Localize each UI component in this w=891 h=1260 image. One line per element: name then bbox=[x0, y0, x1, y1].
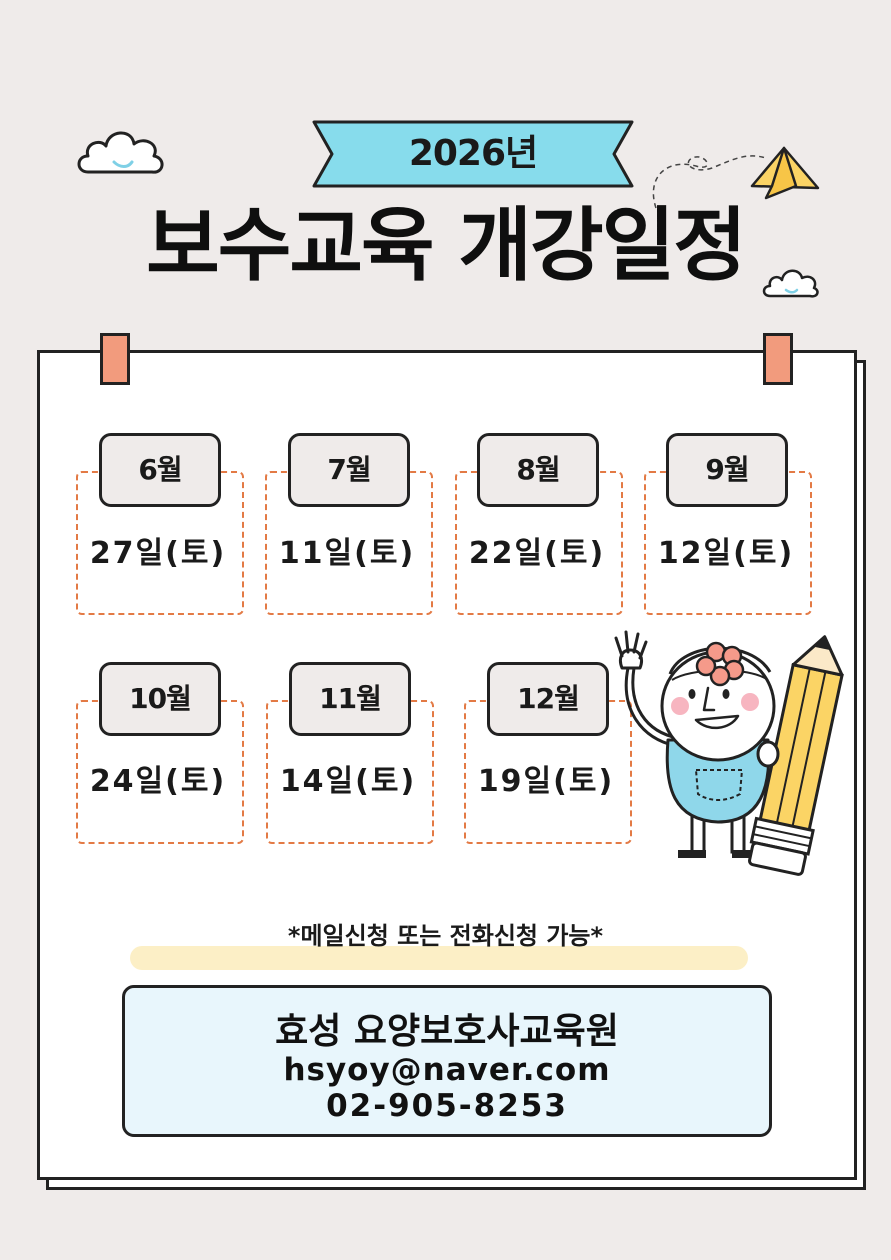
month-tab: 8월 bbox=[477, 433, 599, 507]
schedule-date: 24일(토) bbox=[89, 764, 227, 799]
month-tab: 10월 bbox=[99, 662, 221, 736]
schedule-date: 12일(토) bbox=[657, 536, 795, 571]
schedule-date: 14일(토) bbox=[279, 764, 417, 799]
schedule-date: 11일(토) bbox=[278, 536, 416, 571]
year-ribbon bbox=[312, 120, 634, 188]
contact-box: 효성 요양보호사교육원 hsyoy@naver.com 02-905-8253 bbox=[122, 985, 772, 1137]
schedule-date: 22일(토) bbox=[468, 536, 606, 571]
schedule-date: 27일(토) bbox=[89, 536, 227, 571]
month-tab: 11월 bbox=[289, 662, 411, 736]
tape-left bbox=[100, 333, 130, 385]
institute-name: 효성 요양보호사교육원 bbox=[275, 1011, 619, 1052]
year-label: 2026년 bbox=[408, 133, 538, 174]
tape-right bbox=[763, 333, 793, 385]
month-tab: 6월 bbox=[99, 433, 221, 507]
schedule-date: 19일(토) bbox=[477, 764, 615, 799]
cloud-icon bbox=[762, 269, 819, 298]
paper-plane-icon bbox=[652, 146, 820, 209]
contact-email: hsyoy@naver.com bbox=[283, 1052, 611, 1088]
cloud-icon bbox=[77, 131, 164, 174]
month-tab: 7월 bbox=[288, 433, 410, 507]
month-tab: 9월 bbox=[666, 433, 788, 507]
application-notice: *메일신청 또는 전화신청 가능* bbox=[287, 922, 604, 950]
student-pencil-illustration bbox=[614, 630, 844, 876]
month-tab: 12월 bbox=[487, 662, 609, 736]
page-title: 보수교육 개강일정 bbox=[146, 199, 747, 292]
notice-highlight bbox=[130, 946, 748, 970]
contact-phone: 02-905-8253 bbox=[326, 1088, 568, 1124]
